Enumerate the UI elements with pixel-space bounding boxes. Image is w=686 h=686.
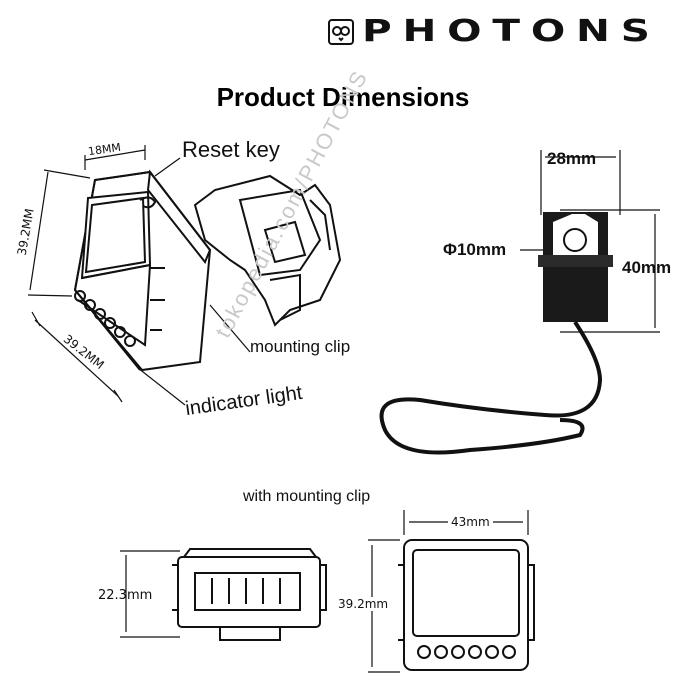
dim-front-39-2mm: 39.2mm <box>338 597 389 611</box>
side-view-dims <box>120 550 180 638</box>
dim-ct-28mm: 28mm <box>547 149 597 168</box>
dim-front-43mm: 43mm <box>448 515 493 529</box>
brand-name: PHOTONS <box>362 14 661 49</box>
dim-side-22-3mm: 22.3mm <box>98 588 153 603</box>
main-dimension-lines <box>27 145 251 406</box>
ct-clamp-body <box>379 212 613 455</box>
front-view-drawing <box>398 539 535 671</box>
ct-clamp-drawing <box>520 150 660 333</box>
dim-ct-40mm: 40mm <box>622 258 672 277</box>
side-view-drawing <box>172 548 327 641</box>
label-reset-key: Reset key <box>182 137 280 162</box>
caption-with-mounting-clip: with mounting clip <box>243 488 371 505</box>
dim-ct-hole: Φ10mm <box>443 240 507 259</box>
label-mounting-clip: mounting clip <box>250 337 351 356</box>
main-module-drawing <box>73 169 342 372</box>
owl-icon <box>328 18 354 45</box>
brand-logo: PHOTONS <box>328 14 650 49</box>
page-title: Product Dimensions <box>216 82 470 112</box>
